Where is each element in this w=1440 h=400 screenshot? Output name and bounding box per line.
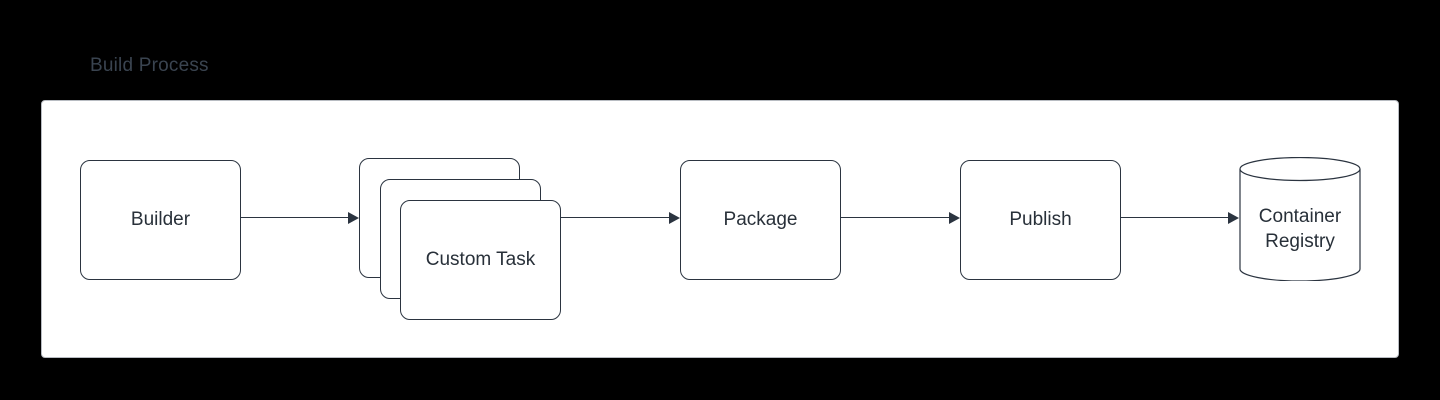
edge-line xyxy=(560,217,670,219)
node-custom-task[interactable]: Custom Task xyxy=(400,200,561,320)
arrowhead-icon xyxy=(669,212,680,224)
registry-label-line1: Container xyxy=(1258,206,1342,228)
edge-publish-to-container-registry xyxy=(1121,212,1240,224)
node-container-registry-label: Container Registry xyxy=(1239,179,1361,281)
node-builder-label: Builder xyxy=(130,209,191,231)
edge-custom-task-to-package xyxy=(560,212,681,224)
edge-line xyxy=(241,217,349,219)
cylinder-icon xyxy=(1239,157,1361,281)
node-publish[interactable]: Publish xyxy=(960,160,1121,280)
node-package-label: Package xyxy=(723,209,798,231)
arrowhead-icon xyxy=(1228,212,1239,224)
node-builder[interactable]: Builder xyxy=(80,160,241,280)
edge-package-to-publish xyxy=(841,212,961,224)
edge-builder-to-custom-task xyxy=(241,212,360,224)
node-publish-label: Publish xyxy=(1009,209,1072,231)
node-package[interactable]: Package xyxy=(680,160,841,280)
edge-line xyxy=(1121,217,1229,219)
node-container-registry[interactable]: Container Registry xyxy=(1239,157,1361,281)
registry-label-line2: Registry xyxy=(1265,231,1335,252)
node-custom-task-label: Custom Task xyxy=(425,249,536,270)
arrowhead-icon xyxy=(348,212,359,224)
edge-line xyxy=(841,217,950,219)
diagram-title: Build Process xyxy=(90,55,209,76)
arrowhead-icon xyxy=(949,212,960,224)
